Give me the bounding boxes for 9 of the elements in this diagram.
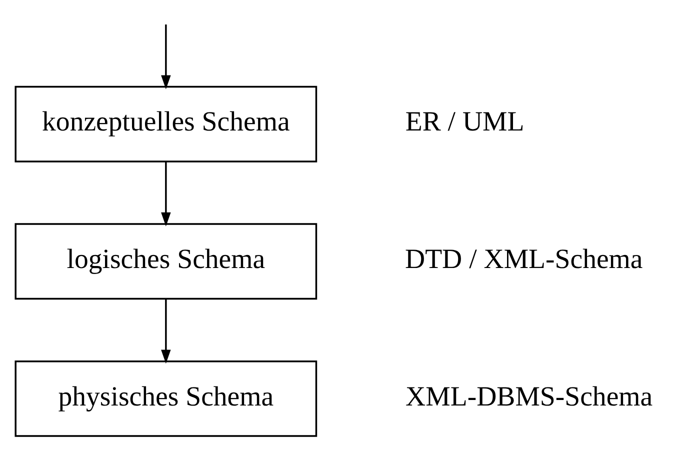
node-label: DTD / XML-Schema — [405, 244, 643, 275]
node-box: physisches Schema — [14, 360, 318, 436]
arrow — [161, 298, 171, 364]
node-box: logisches Schema — [14, 222, 318, 300]
arrow — [161, 24, 171, 89]
arrow — [161, 161, 171, 226]
node-box: konzeptuelles Schema — [14, 85, 318, 162]
node-label: ER / UML — [405, 106, 524, 138]
node-label: XML-DBMS-Schema — [406, 380, 653, 412]
